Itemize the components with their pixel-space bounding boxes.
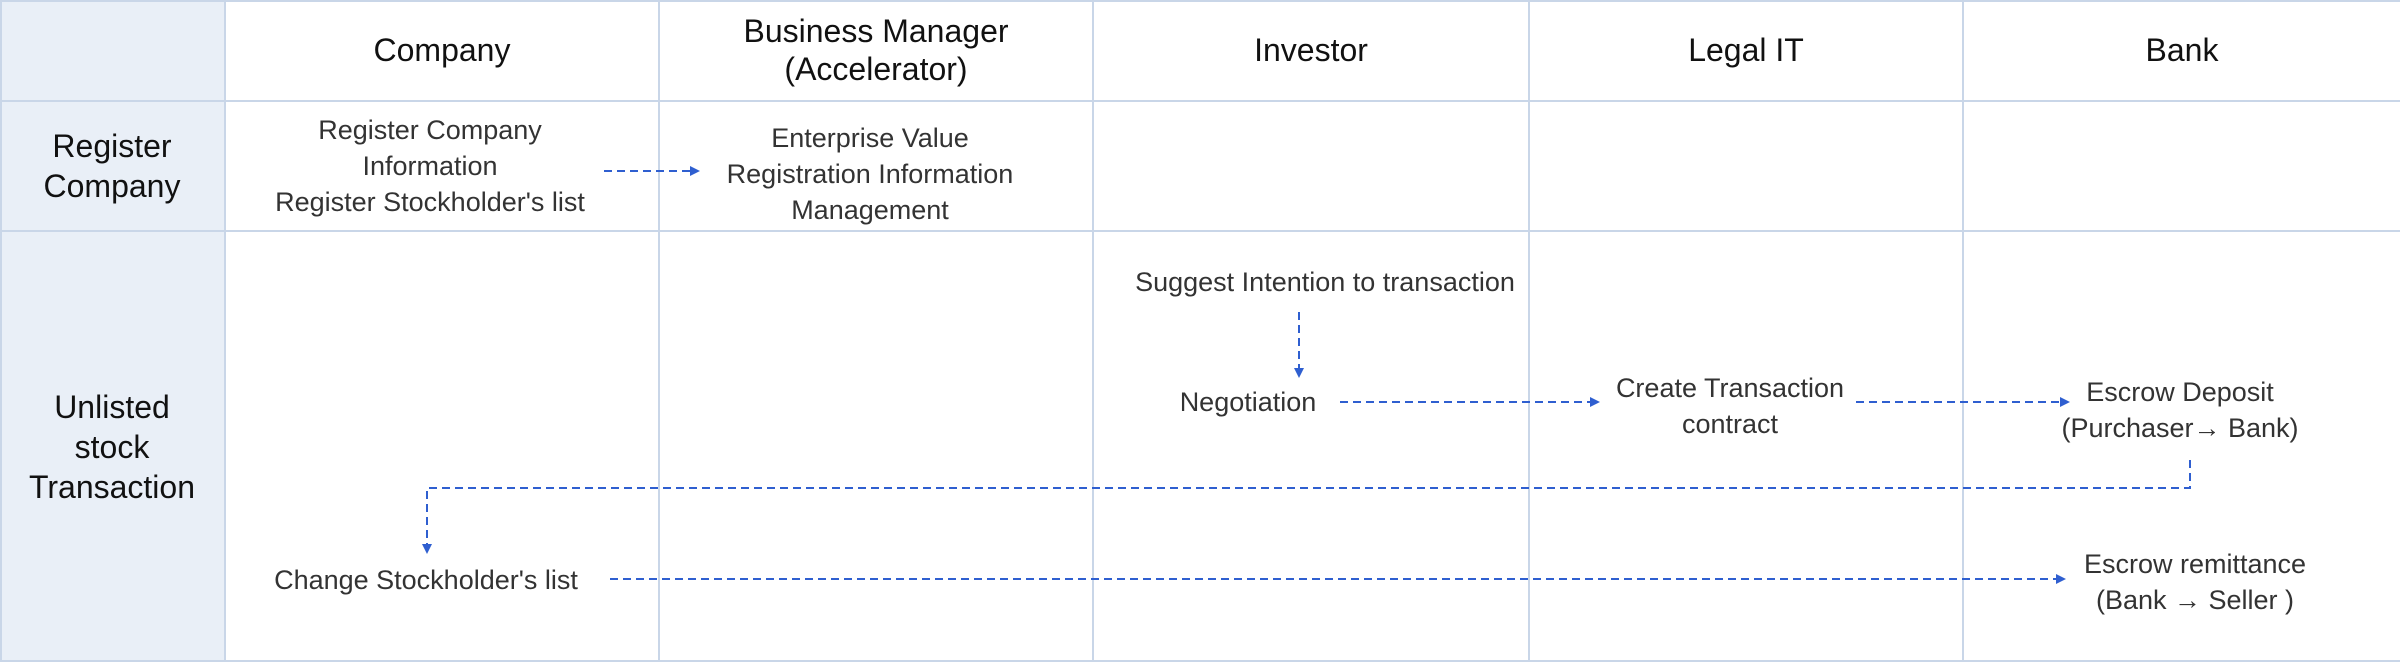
step-suggest-intention: Suggest Intention to transaction — [1135, 267, 1515, 297]
grid-line — [1528, 0, 1530, 662]
arrow-escrow-deposit-to-change-list — [422, 460, 2191, 554]
grid-line — [1092, 0, 1094, 662]
step-change-stockholders-list: Change Stockholder's list — [274, 565, 578, 595]
corner-cell — [0, 0, 224, 100]
grid-line — [0, 0, 2, 662]
column-header-business-manager: Business Manager (Accelerator) — [743, 13, 1009, 87]
grid-line — [658, 0, 660, 662]
column-header-investor: Investor — [1254, 32, 1368, 68]
grid-line — [0, 0, 2400, 2]
grid-line — [224, 0, 226, 662]
column-header-company: Company — [373, 32, 511, 68]
step-negotiation: Negotiation — [1179, 387, 1317, 417]
step-create-transaction-contract: Create Transaction contract — [1615, 373, 1845, 439]
row-header-register-company: Register Company — [0, 102, 224, 230]
column-header-bank: Bank — [2145, 32, 2219, 68]
step-enterprise-value-registration: Enterprise Value Registration Informatio… — [726, 123, 1014, 225]
step-escrow-remittance: Escrow remittance (Bank → Seller ) — [2083, 549, 2307, 615]
step-escrow-deposit: Escrow Deposit (Purchaser→ Bank) — [2061, 377, 2299, 443]
grid-line — [0, 100, 2400, 102]
grid-line — [1962, 0, 1964, 662]
grid-line — [0, 660, 2400, 662]
column-header-legal-it: Legal IT — [1688, 32, 1804, 68]
row-header-unlisted-stock-transaction: Unlisted stock Transaction — [0, 232, 224, 662]
grid-line — [0, 230, 2400, 232]
